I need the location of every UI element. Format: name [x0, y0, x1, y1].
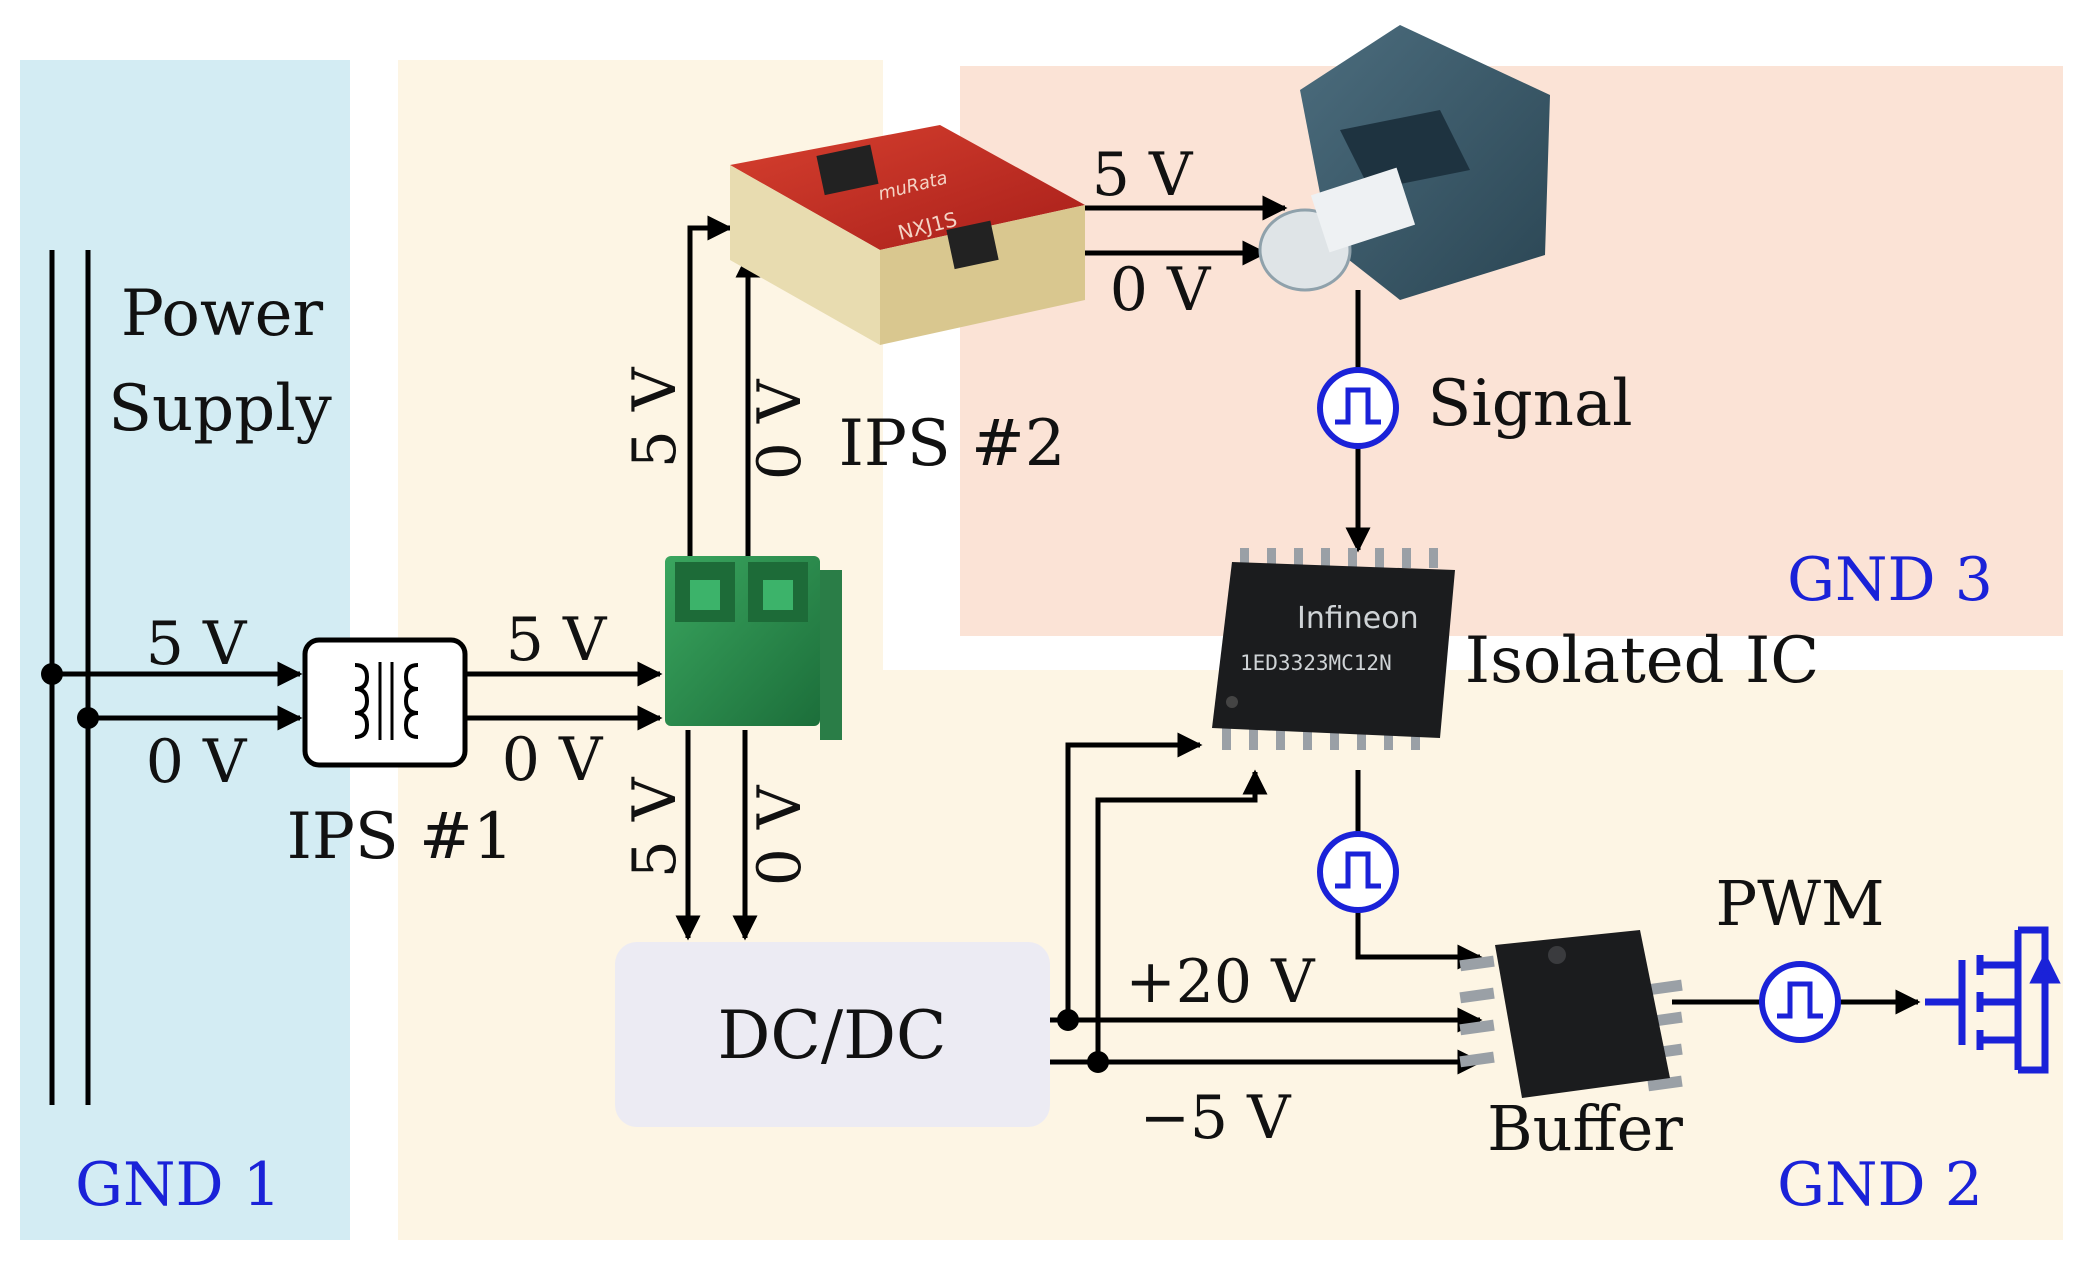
pulse-signal-icon: [1317, 831, 1399, 913]
buffer-label: Buffer: [1487, 1092, 1683, 1165]
ips2-label: IPS #2: [839, 407, 1066, 481]
junction-dot: [1087, 1051, 1109, 1073]
junction-dot: [77, 707, 99, 729]
signal-label: Signal: [1427, 367, 1632, 441]
conn-down-0v-label: 0 V: [745, 784, 815, 886]
ips2-module-picture: muRata NXJ1S: [730, 125, 1085, 345]
transformer-icon: [302, 637, 468, 768]
plus20v-label: +20 V: [1125, 947, 1316, 1017]
gnd3-label: GND 3: [1787, 545, 1993, 615]
connector-to-ips2-wires: [687, 215, 761, 556]
dcdc-label: DC/DC: [717, 997, 946, 1074]
ic-part-text: 1ED3323MC12N: [1240, 651, 1392, 675]
supply-5v-label: 5 V: [146, 609, 248, 679]
gnd1-label: GND 1: [75, 1150, 281, 1220]
ips1-output-wires: [465, 661, 663, 731]
conn-up-5v-label: 5 V: [620, 366, 690, 468]
ips1-out-0v-label: 0 V: [502, 725, 604, 795]
ips1-label: IPS #1: [287, 800, 514, 874]
buffer-chip: [1459, 930, 1683, 1098]
pwm-label: PWM: [1716, 867, 1885, 940]
power-supply-label-2: Supply: [108, 372, 332, 446]
isolated-ic-chip: Infineon 1ED3323MC12N: [1212, 548, 1455, 750]
pulse-signal-icon: [1317, 367, 1399, 449]
mosfet-icon: [1925, 926, 2061, 1074]
junction-dot: [41, 663, 63, 685]
ips2-output-wires: [1085, 195, 1288, 266]
pulse-signal-icon: [1759, 961, 1841, 1043]
optical-0v-label: 0 V: [1110, 255, 1212, 325]
optical-receiver-icon: [1258, 25, 1550, 300]
power-supply-label: Power: [121, 277, 324, 351]
isolated-ic-label: Isolated IC: [1465, 624, 1819, 698]
minus5v-label: −5 V: [1140, 1083, 1293, 1153]
gnd1-region: [20, 60, 350, 1240]
supply-0v-label: 0 V: [146, 727, 248, 797]
conn-down-5v-label: 5 V: [620, 776, 690, 878]
ic-brand-text: Infineon: [1297, 601, 1419, 636]
ic-output-wire: [1355, 770, 1483, 970]
gnd2-label: GND 2: [1777, 1150, 1983, 1220]
conn-up-0v-label: 0 V: [745, 378, 815, 480]
terminal-block-icon: [665, 556, 842, 740]
connector-to-dcdc-wires: [675, 730, 758, 941]
optical-5v-label: 5 V: [1092, 140, 1194, 210]
junction-dot: [1057, 1009, 1079, 1031]
supply-rails: [1050, 732, 1483, 1075]
supply-wires: [52, 661, 303, 731]
dcdc-box: [615, 942, 1050, 1127]
ips1-out-5v-label: 5 V: [506, 605, 608, 675]
